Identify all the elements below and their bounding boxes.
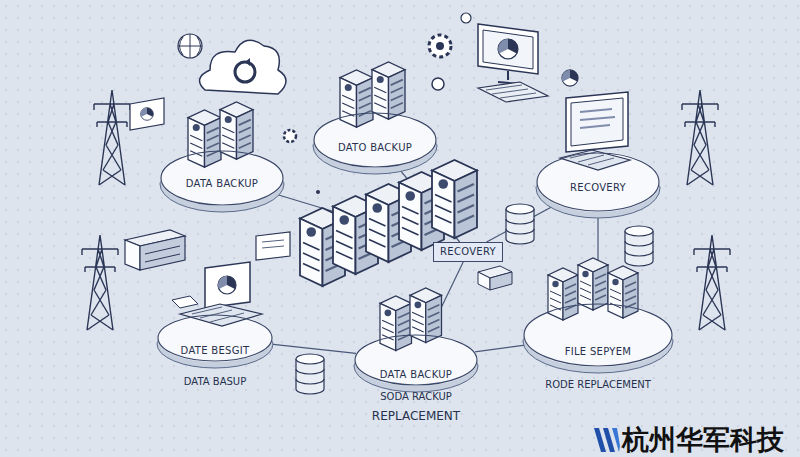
platform-rim (524, 304, 672, 366)
platform-node: DATO BACKUP (313, 112, 437, 168)
database-cylinder (625, 226, 653, 266)
picture-frame (130, 98, 164, 130)
pylon (94, 90, 130, 185)
laptop-icon (560, 92, 630, 170)
node-text: DATA BACKUP (354, 369, 478, 381)
server-tower (188, 110, 221, 167)
label-box: RECOVERY (433, 242, 503, 262)
node-text: RECOVERY (434, 246, 502, 258)
platform-node: DATE BESGIT (157, 314, 273, 362)
platform-node: RECOVERY (536, 152, 660, 212)
node-text: DATO BACKUP (313, 142, 437, 154)
platform-node: DATA BACKUP (160, 150, 284, 206)
connector-line (475, 345, 527, 352)
node-text: RECOVERY (536, 182, 660, 194)
laptop-icon (172, 262, 262, 326)
server-tower (432, 160, 477, 238)
database-cylinder (506, 204, 534, 244)
platform-node: DATA BACKUP (354, 334, 478, 386)
gear-icon (284, 13, 578, 194)
server-tower (608, 266, 638, 318)
small-server (125, 230, 185, 270)
platform-outline (313, 112, 437, 168)
platform-rim (161, 151, 283, 205)
server-tower (372, 62, 405, 119)
pylon (82, 235, 118, 330)
pylon (694, 235, 730, 330)
watermark-text: 杭州华军科技 (622, 424, 784, 456)
platform-node: FILE SEPYEM (523, 303, 673, 367)
platform-outline (523, 303, 673, 367)
connector-line (271, 344, 356, 353)
node-text: FILE SEPYEM (523, 346, 673, 358)
node-text: DATA BACKUP (160, 178, 284, 190)
caption-label: REPLACEMENT (372, 409, 460, 423)
cloud-icon (178, 34, 286, 94)
watermark-logo (594, 428, 620, 452)
server-tower (548, 268, 578, 320)
monitor-icon (478, 24, 548, 102)
caption-label: SODA RACKUP (380, 391, 452, 403)
platform-rim (355, 335, 477, 385)
caption-label: RODE REPLACEMENT (545, 379, 651, 391)
small-box (256, 232, 512, 290)
pylon (682, 90, 718, 185)
platform-rim (537, 153, 659, 211)
platform-rim (314, 113, 436, 167)
caption-label: DATA BASUP (184, 376, 246, 388)
platform-rim (158, 315, 272, 361)
server-tower (380, 296, 412, 351)
node-text: DATE BESGIT (157, 345, 273, 357)
server-tower (578, 258, 608, 310)
database-cylinder (296, 354, 324, 394)
server-tower (340, 70, 373, 127)
